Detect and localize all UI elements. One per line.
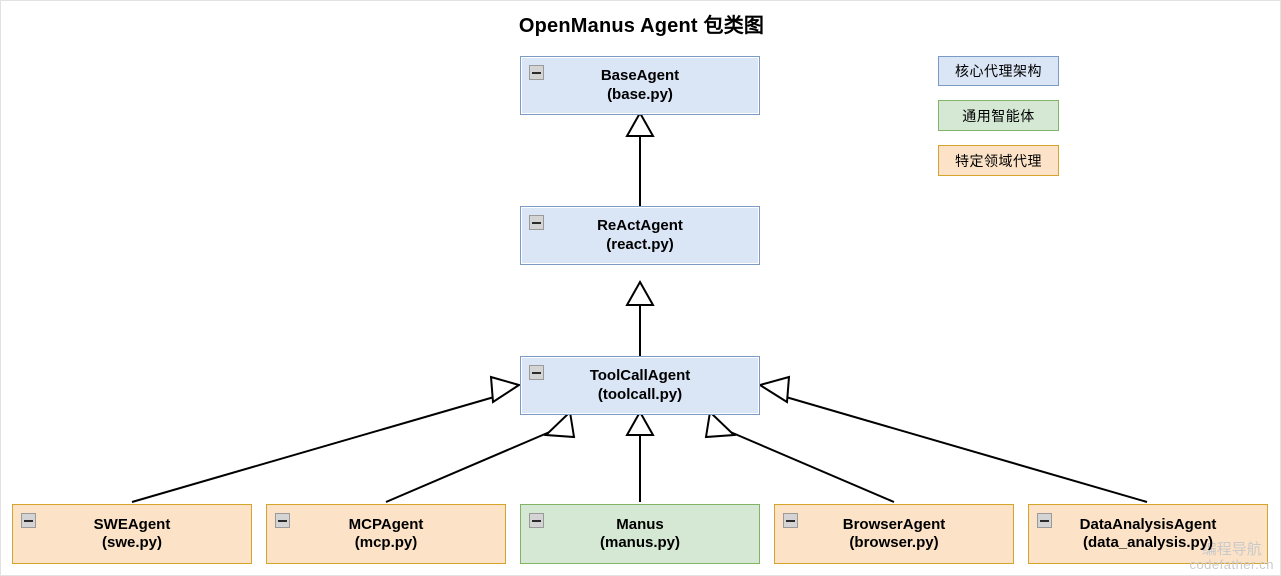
minus-icon[interactable]: [529, 365, 544, 380]
class-file: (browser.py): [849, 534, 939, 551]
class-file: (base.py): [607, 85, 673, 103]
legend-label: 特定领域代理: [955, 152, 1042, 169]
class-box-toolcall-agent[interactable]: ToolCallAgent (toolcall.py): [520, 356, 760, 415]
class-name: BaseAgent: [600, 67, 680, 85]
class-box-manus[interactable]: Manus (manus.py): [520, 504, 760, 564]
class-file: (swe.py): [101, 534, 162, 551]
class-file: (mcp.py): [354, 534, 418, 551]
minus-icon[interactable]: [21, 513, 36, 528]
class-name: SWEAgent: [93, 515, 171, 533]
edge-manus-to-toolcall: [625, 409, 655, 502]
minus-icon[interactable]: [529, 65, 544, 80]
legend-item-core: 核心代理架构: [938, 56, 1059, 86]
minus-icon[interactable]: [275, 513, 290, 528]
edge-browser-to-toolcall: [704, 409, 895, 503]
edge-mcp-to-toolcall: [385, 409, 576, 503]
class-box-mcp-agent[interactable]: MCPAgent (mcp.py): [266, 504, 506, 564]
minus-icon[interactable]: [529, 215, 544, 230]
edge-react-to-base: [625, 110, 655, 207]
minus-icon[interactable]: [783, 513, 798, 528]
edge-toolcall-to-react: [625, 279, 655, 357]
edge-swe-to-toolcall: [131, 375, 522, 503]
minus-icon[interactable]: [529, 513, 544, 528]
class-box-base-agent[interactable]: BaseAgent (base.py): [520, 56, 760, 115]
class-box-swe-agent[interactable]: SWEAgent (swe.py): [12, 504, 252, 564]
edge-data-to-toolcall: [757, 375, 1148, 503]
class-file: (manus.py): [599, 534, 680, 551]
page-title: OpenManus Agent 包类图: [518, 15, 765, 37]
class-name: BrowserAgent: [842, 515, 946, 533]
class-box-browser-agent[interactable]: BrowserAgent (browser.py): [774, 504, 1014, 564]
class-file: (react.py): [606, 235, 674, 253]
minus-icon[interactable]: [1037, 513, 1052, 528]
legend-label: 通用智能体: [962, 107, 1035, 124]
class-file: (toolcall.py): [597, 385, 683, 403]
class-name: ToolCallAgent: [589, 367, 691, 385]
class-box-react-agent[interactable]: ReActAgent (react.py): [520, 206, 760, 265]
class-file: (data_analysis.py): [1082, 534, 1214, 551]
legend-item-domain: 特定领域代理: [938, 145, 1059, 176]
class-name: Manus: [616, 515, 664, 533]
legend-item-general: 通用智能体: [938, 100, 1059, 131]
class-name: DataAnalysisAgent: [1079, 515, 1217, 533]
class-name: MCPAgent: [348, 515, 424, 533]
class-box-data-analysis-agent[interactable]: DataAnalysisAgent (data_analysis.py): [1028, 504, 1268, 564]
legend-label: 核心代理架构: [955, 63, 1042, 79]
class-name: ReActAgent: [597, 217, 683, 235]
